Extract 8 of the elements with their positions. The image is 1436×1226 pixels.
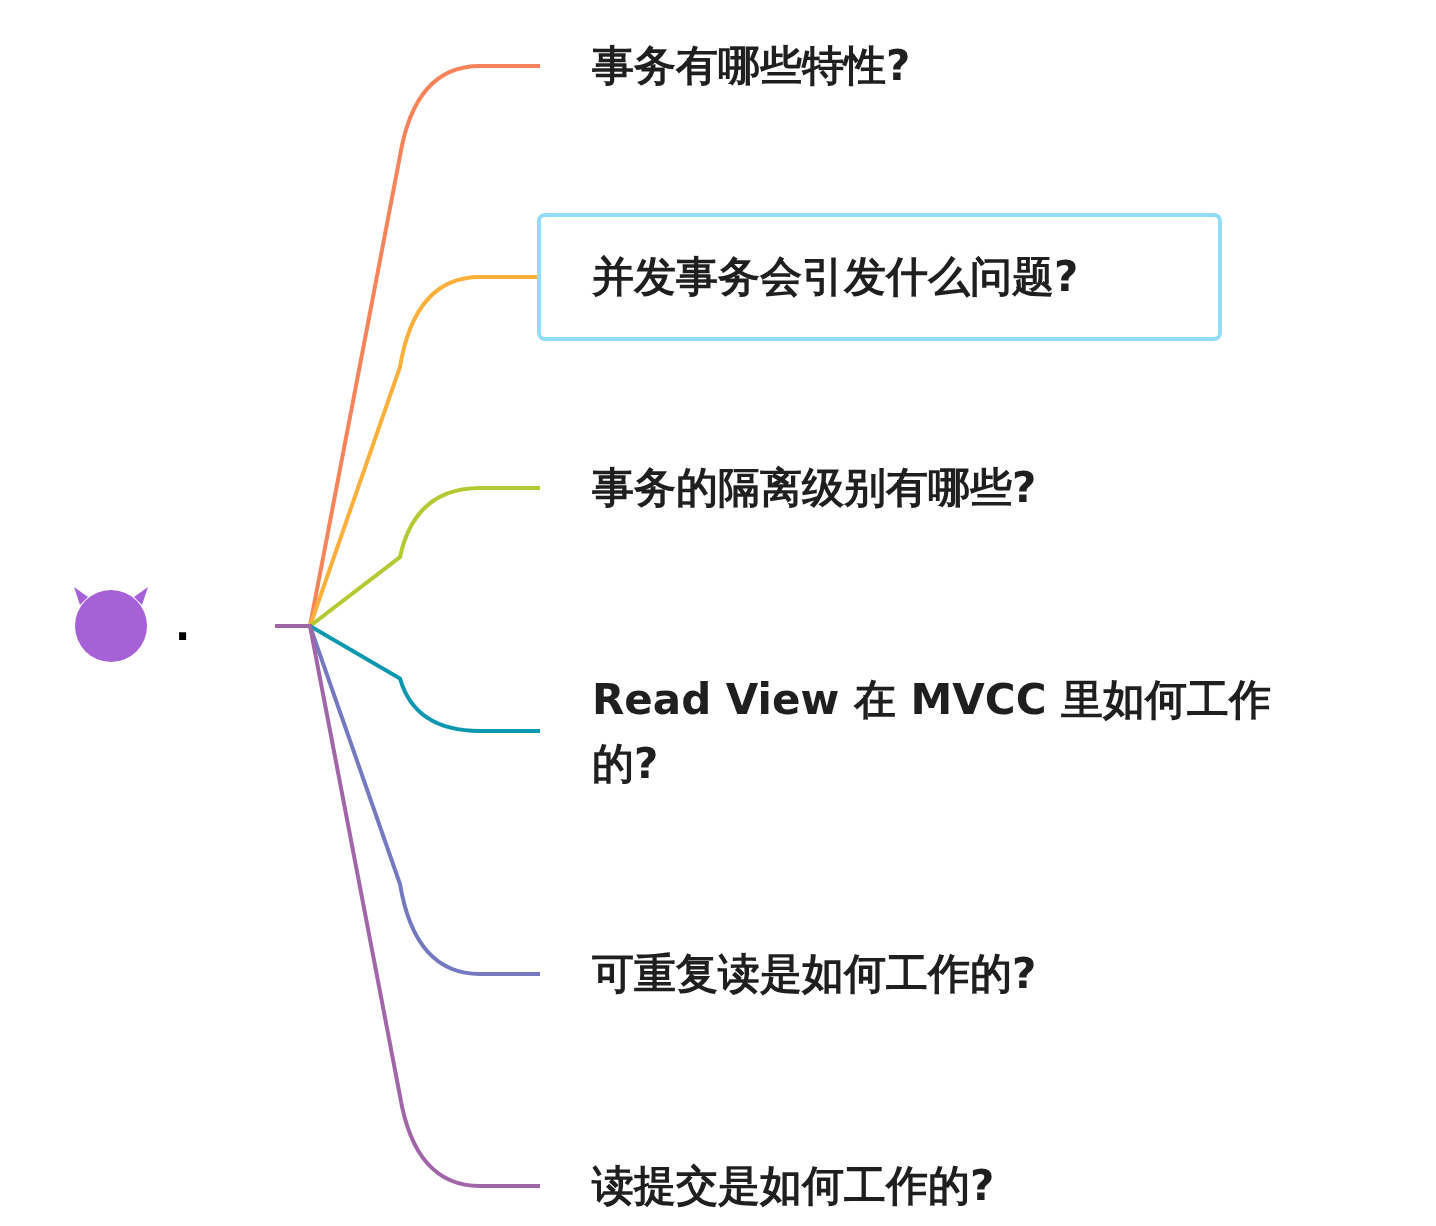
root-label: . <box>175 602 191 651</box>
topic-label: Read View 在 MVCC 里如何工作的? <box>540 668 1320 796</box>
branch-line <box>275 624 540 1188</box>
topic-box: 并发事务会引发什么问题? <box>537 213 1222 341</box>
topic-label: 读提交是如何工作的? <box>540 1154 1320 1218</box>
topic-label: 事务的隔离级别有哪些? <box>540 456 1320 520</box>
topic-label: 可重复读是如何工作的? <box>540 942 1320 1006</box>
topic-label: 事务有哪些特性? <box>540 34 1320 98</box>
